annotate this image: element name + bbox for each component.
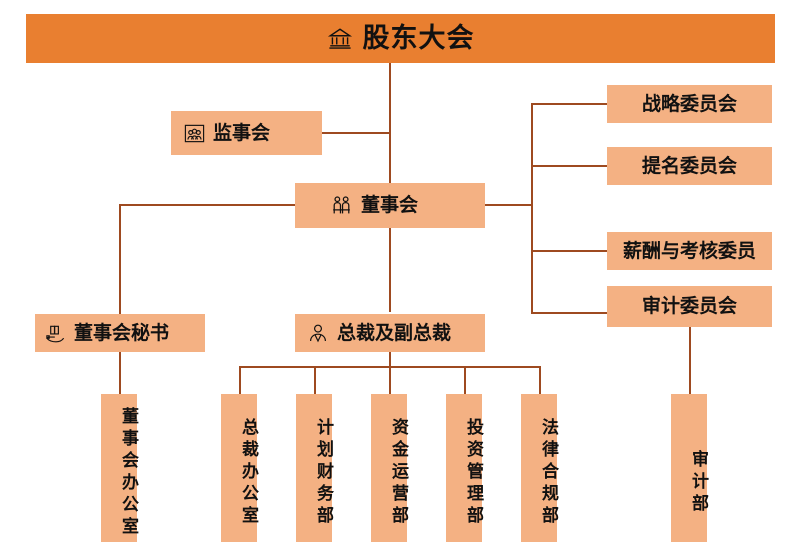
connector-committee-trunk [531, 103, 533, 314]
connector-president-to-bus [389, 352, 391, 368]
node-dept-president-office[interactable]: 总裁办公室 [221, 394, 258, 542]
node-committee-nomination[interactable]: 提名委员会 [607, 147, 772, 185]
two-people-icon [329, 193, 354, 218]
node-label: 总裁办公室 [238, 417, 258, 528]
node-shareholders-meeting[interactable]: 股东大会 [26, 14, 775, 63]
node-dept-audit[interactable]: 审计部 [671, 394, 708, 542]
node-label: 薪酬与考核委员 [622, 239, 756, 262]
connector-board-to-president [389, 228, 391, 312]
node-board-secretary[interactable]: 董事会秘书 [35, 314, 205, 352]
node-label: 审计委员会 [641, 295, 737, 318]
connector-committee-4 [531, 312, 608, 314]
node-label: 投资管理部 [463, 417, 483, 528]
bank-icon [327, 26, 353, 52]
connector-board-to-secretary-h [119, 204, 295, 206]
connector-board-to-committee-bus [485, 204, 533, 206]
node-label: 监事会 [213, 121, 271, 144]
node-dept-planning-finance[interactable]: 计划财务部 [296, 394, 333, 542]
node-label: 董事会秘书 [74, 321, 170, 344]
connector-department-5 [539, 366, 541, 394]
node-label: 审计部 [688, 450, 708, 516]
connector-committee-1 [531, 103, 608, 105]
connector-banner-to-board [389, 63, 391, 183]
connector-committee-2 [531, 165, 608, 167]
connector-department-3 [389, 366, 391, 394]
node-label: 法律合规部 [538, 417, 558, 528]
node-label: 资金运营部 [388, 417, 408, 528]
connector-department-2 [314, 366, 316, 394]
connector-committee-3 [531, 250, 608, 252]
node-label: 总裁及副总裁 [337, 321, 452, 344]
node-label: 董事会办公室 [118, 406, 138, 539]
connector-secretary-to-office [119, 352, 121, 394]
node-board-of-supervisors[interactable]: 监事会 [171, 111, 322, 155]
node-committee-audit[interactable]: 审计委员会 [607, 286, 772, 327]
connector-department-1 [239, 366, 241, 394]
node-label: 计划财务部 [313, 417, 333, 528]
connector-board-to-supervisory [322, 132, 390, 134]
node-label: 董事会 [361, 194, 419, 217]
node-label: 股东大会 [362, 22, 475, 54]
node-committee-compensation[interactable]: 薪酬与考核委员 [607, 232, 772, 270]
node-label: 战略委员会 [641, 92, 737, 115]
book-hand-icon [44, 322, 67, 345]
connector-board-to-secretary-v [119, 204, 121, 314]
node-board-of-directors[interactable]: 董事会 [295, 183, 485, 228]
node-dept-board-office[interactable]: 董事会办公室 [101, 394, 138, 542]
connector-department-4 [464, 366, 466, 394]
person-icon [306, 321, 330, 345]
node-dept-fund-operations[interactable]: 资金运营部 [371, 394, 408, 542]
node-dept-investment-management[interactable]: 投资管理部 [446, 394, 483, 542]
connector-audit-committee-to-audit-dept [689, 327, 691, 394]
node-president[interactable]: 总裁及副总裁 [295, 314, 485, 352]
node-label: 提名委员会 [641, 154, 737, 177]
group-frame-icon [183, 122, 206, 145]
node-committee-strategy[interactable]: 战略委员会 [607, 85, 772, 123]
node-dept-legal-compliance[interactable]: 法律合规部 [521, 394, 558, 542]
